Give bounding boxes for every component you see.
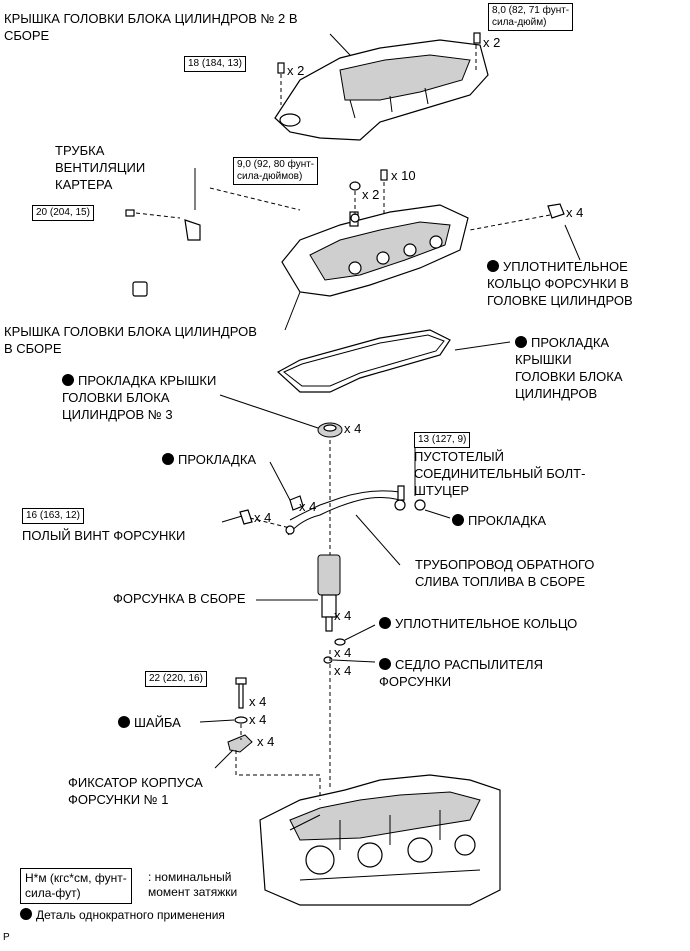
union-bolt-illustration [397,485,405,501]
single-use-dot-icon [379,658,391,670]
clamp-illustration [227,734,253,753]
o-ring-label: УПЛОТНИТЕЛЬНОЕ КОЛЬЦО [379,615,577,632]
gasket-left-label: ПРОКЛАДКА [162,451,256,468]
single-use-dot-icon [62,374,74,386]
single-use-dot-icon [452,514,464,526]
quantity-screw: x 4 [254,510,272,525]
quantity-washer: x 4 [249,712,267,727]
quantity-t2: x 2 [287,63,305,78]
quantity-gasket: x 4 [299,499,317,514]
hollow-screw-illustration [239,509,253,525]
torque-box-t7: 22 (220, 16) [145,671,207,687]
single-use-dot-icon [379,617,391,629]
union-bolt-label: ПУСТОТЕЛЫЙ СОЕДИНИТЕЛЬНЫЙ БОЛТ- ШТУЦЕР [414,449,586,498]
torque-box-t6: 16 (163, 12) [22,508,84,524]
single-use-dot-icon [515,336,527,348]
cover-no2-illustration [274,39,489,141]
single-use-dot-icon [162,453,174,465]
head-cover-illustration [281,204,469,297]
legend-torque-description: : номинальный момент затяжки [148,870,238,899]
single-use-dot-icon [20,908,32,920]
return-pipe-label: ТРУБОПРОВОД ОБРАТНОГО СЛИВА ТОПЛИВА В СБ… [415,557,595,589]
quantity-seal: x 4 [566,205,584,220]
injector-seal-ring-label: УПЛОТНИТЕЛЬНОЕ КОЛЬЦО ФОРСУНКИ В ГОЛОВКЕ… [487,259,633,308]
quantity-no3: x 4 [344,421,362,436]
vent-tube-label: ТРУБКА ВЕНТИЛЯЦИИ КАРТЕРА [55,143,146,192]
torque-box-t1: 8,0 (82, 71 фунт- сила-дюйм) [488,3,574,31]
quantity-oring: x 4 [334,645,352,660]
single-use-dot-icon [118,716,130,728]
quantity-injector: x 4 [334,608,352,623]
injector-illustration [317,554,341,632]
quantity-t1: x 2 [483,35,501,50]
cover-gasket-illustration [276,329,451,393]
torque-box-t2: 18 (184, 13) [184,56,246,72]
legend-single-use: Деталь однократного применения [20,908,225,923]
quantity-clamp: x 4 [257,734,275,749]
nozzle-seat-illustration [323,656,333,664]
injector-label: ФОРСУНКА В СБОРЕ [113,591,246,606]
corner-mark: P [3,932,10,943]
ventilation-tube-illustration [132,178,206,297]
legend-torque-box: Н*м (кгс*см, фунт- сила-фут) [20,868,132,904]
clamp-label: ФИКСАТОР КОРПУСА ФОРСУНКИ № 1 [68,775,203,807]
return-pipe-illustration [285,490,406,536]
nozzle-seat-label: СЕДЛО РАСПЫЛИТЕЛЯ ФОРСУНКИ [379,657,543,689]
quantity-t3b: x 2 [362,187,380,202]
cover-gasket-label: ПРОКЛАДКА КРЫШКИ ГОЛОВКИ БЛОКА ЦИЛИНДРОВ [515,335,623,401]
washer-label: ШАЙБА [118,714,181,731]
washer-illustration [234,716,248,724]
bolt-22-illustration [235,677,247,709]
torque-box-t4: 20 (204, 15) [32,205,94,221]
head-cover-label: КРЫШКА ГОЛОВКИ БЛОКА ЦИЛИНДРОВ В СБОРЕ [4,324,257,356]
single-use-dot-icon [487,260,499,272]
quantity-seat: x 4 [334,663,352,678]
quantity-bolt22: x 4 [249,694,267,709]
o-ring-illustration [334,638,346,646]
no3-gasket-label: ПРОКЛАДКА КРЫШКИ ГОЛОВКИ БЛОКА ЦИЛИНДРОВ… [62,373,217,422]
engine-block-illustration [259,774,501,906]
torque-box-t3: 9,0 (92, 80 фунт- сила-дюймов) [233,157,319,185]
hollow-screw-label: ПОЛЫЙ ВИНТ ФОРСУНКИ [22,528,186,543]
cover-no2-label: КРЫШКА ГОЛОВКИ БЛОКА ЦИЛИНДРОВ № 2 В СБО… [4,11,298,43]
quantity-t3a: x 10 [391,168,416,183]
torque-box-t5: 13 (127, 9) [414,432,471,448]
gasket-right-label: ПРОКЛАДКА [452,512,546,529]
